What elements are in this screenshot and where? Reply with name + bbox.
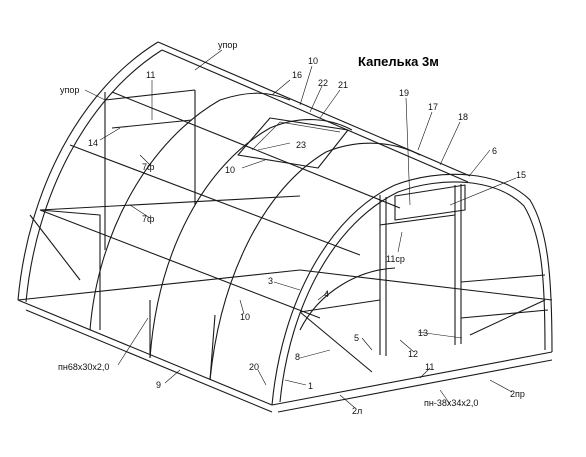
label-part-14: 14 — [88, 138, 98, 148]
label-part-2pr: 2пр — [510, 389, 525, 399]
label-part-9: 9 — [156, 380, 161, 390]
label-part-10-low: 10 — [240, 312, 250, 322]
label-part-19: 19 — [399, 88, 409, 98]
drawing-title: Капелька 3м — [358, 54, 439, 69]
label-part-12: 12 — [408, 349, 418, 359]
label-part-11-bot: 11 — [425, 362, 434, 372]
label-part-11sr: 11ср — [386, 254, 405, 264]
label-part-22: 22 — [318, 78, 328, 88]
label-part-5: 5 — [354, 333, 359, 343]
label-part-10-mid: 10 — [225, 165, 235, 175]
label-part-8: 8 — [295, 352, 300, 362]
label-part-3: 3 — [268, 276, 273, 286]
part-labels: упор упор 11 14 7ф 7ф 10 16 22 21 23 10 … — [58, 40, 526, 416]
label-profile-pn68: пн68х30х2,0 — [58, 362, 109, 372]
label-part-7f-b: 7ф — [142, 214, 155, 224]
label-part-1: 1 — [308, 381, 313, 391]
greenhouse-frame — [17, 41, 553, 413]
leader-lines — [84, 49, 517, 409]
label-part-20: 20 — [249, 362, 259, 372]
label-part-23: 23 — [296, 140, 306, 150]
label-part-18: 18 — [458, 112, 468, 122]
label-part-2l: 2л — [352, 406, 362, 416]
label-part-16: 16 — [292, 70, 302, 80]
label-part-10-top: 10 — [308, 56, 318, 66]
label-part-13: 13 — [418, 328, 428, 338]
label-part-7f-a: 7ф — [142, 162, 155, 172]
label-part-11-top: 11 — [146, 70, 155, 80]
label-part-6: 6 — [492, 146, 497, 156]
label-part-15: 15 — [516, 170, 526, 180]
label-upor-top: упор — [218, 40, 237, 50]
label-upor-left: упор — [60, 85, 79, 95]
label-profile-pn38: пн-38х34х2,0 — [424, 398, 478, 408]
label-part-21: 21 — [338, 80, 348, 90]
label-part-4: 4 — [324, 289, 329, 299]
label-part-17: 17 — [428, 102, 438, 112]
